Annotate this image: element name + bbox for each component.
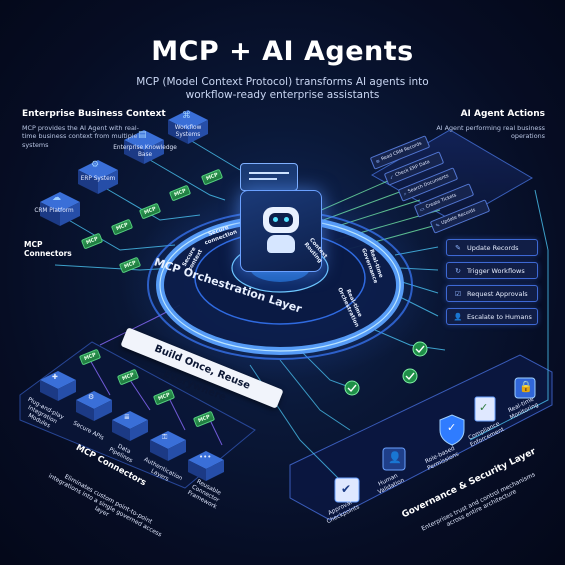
dots-icon: ••• [199, 453, 211, 461]
page-subtitle: MCP (Model Context Protocol) transforms … [110, 76, 455, 102]
system-label-knowledge: Enterprise Knowledge Base [112, 145, 178, 159]
search-icon: ⌕ [403, 190, 408, 197]
system-label-workflow: Workflow Systems [166, 125, 210, 139]
puzzle-icon: ✚ [52, 373, 58, 381]
gear-icon: ⚙ [91, 160, 99, 170]
edit-icon: ✎ [453, 244, 463, 252]
database-icon: ≣ [124, 413, 130, 421]
lock-icon: 🔒 [519, 380, 533, 393]
page-title: MCP + AI Agents [0, 36, 565, 67]
connectors-label: MCP Connectors [24, 240, 72, 258]
trigger-workflows-button[interactable]: ↻Trigger Workflows [446, 262, 538, 279]
update-records-button[interactable]: ✎Update Records [446, 239, 538, 256]
document-check-icon: ✓ [479, 401, 488, 414]
ai-agent-card [240, 190, 322, 272]
actions-description: AI Agent performing real business operat… [435, 124, 545, 141]
context-heading: Enterprise Business Context [22, 109, 166, 119]
person-check-icon: 👤 [388, 451, 402, 464]
check-badge [413, 342, 427, 356]
list-icon: ≡ [375, 158, 381, 165]
shield-check-icon: ✓ [447, 421, 456, 434]
system-label-erp: ERP System [76, 176, 120, 183]
edit-icon: ✎ [435, 222, 441, 229]
cloud-icon: ☁ [52, 193, 61, 203]
robot-icon [263, 207, 299, 233]
approval-icon: ✔ [341, 482, 351, 496]
refresh-icon: ↻ [453, 267, 463, 275]
check-badge [403, 369, 417, 383]
check-box-icon: ☑ [453, 290, 463, 298]
ticket-icon: ▭ [419, 206, 426, 213]
escalate-to-humans-button[interactable]: 👤Escalate to Humans [446, 308, 538, 325]
person-icon: 👤 [453, 313, 463, 321]
book-icon: ▤ [138, 130, 147, 140]
check-icon: ✓ [389, 174, 395, 181]
gear-icon: ⚙ [88, 393, 94, 401]
key-icon: ⚿ [162, 433, 167, 442]
chat-bubble [240, 163, 298, 191]
flow-icon: ⌘ [182, 111, 191, 121]
request-approvals-button[interactable]: ☑Request Approvals [446, 285, 538, 302]
check-badge [345, 381, 359, 395]
system-label-crm: CRM Platform [34, 208, 74, 215]
actions-heading: AI Agent Actions [461, 109, 545, 119]
